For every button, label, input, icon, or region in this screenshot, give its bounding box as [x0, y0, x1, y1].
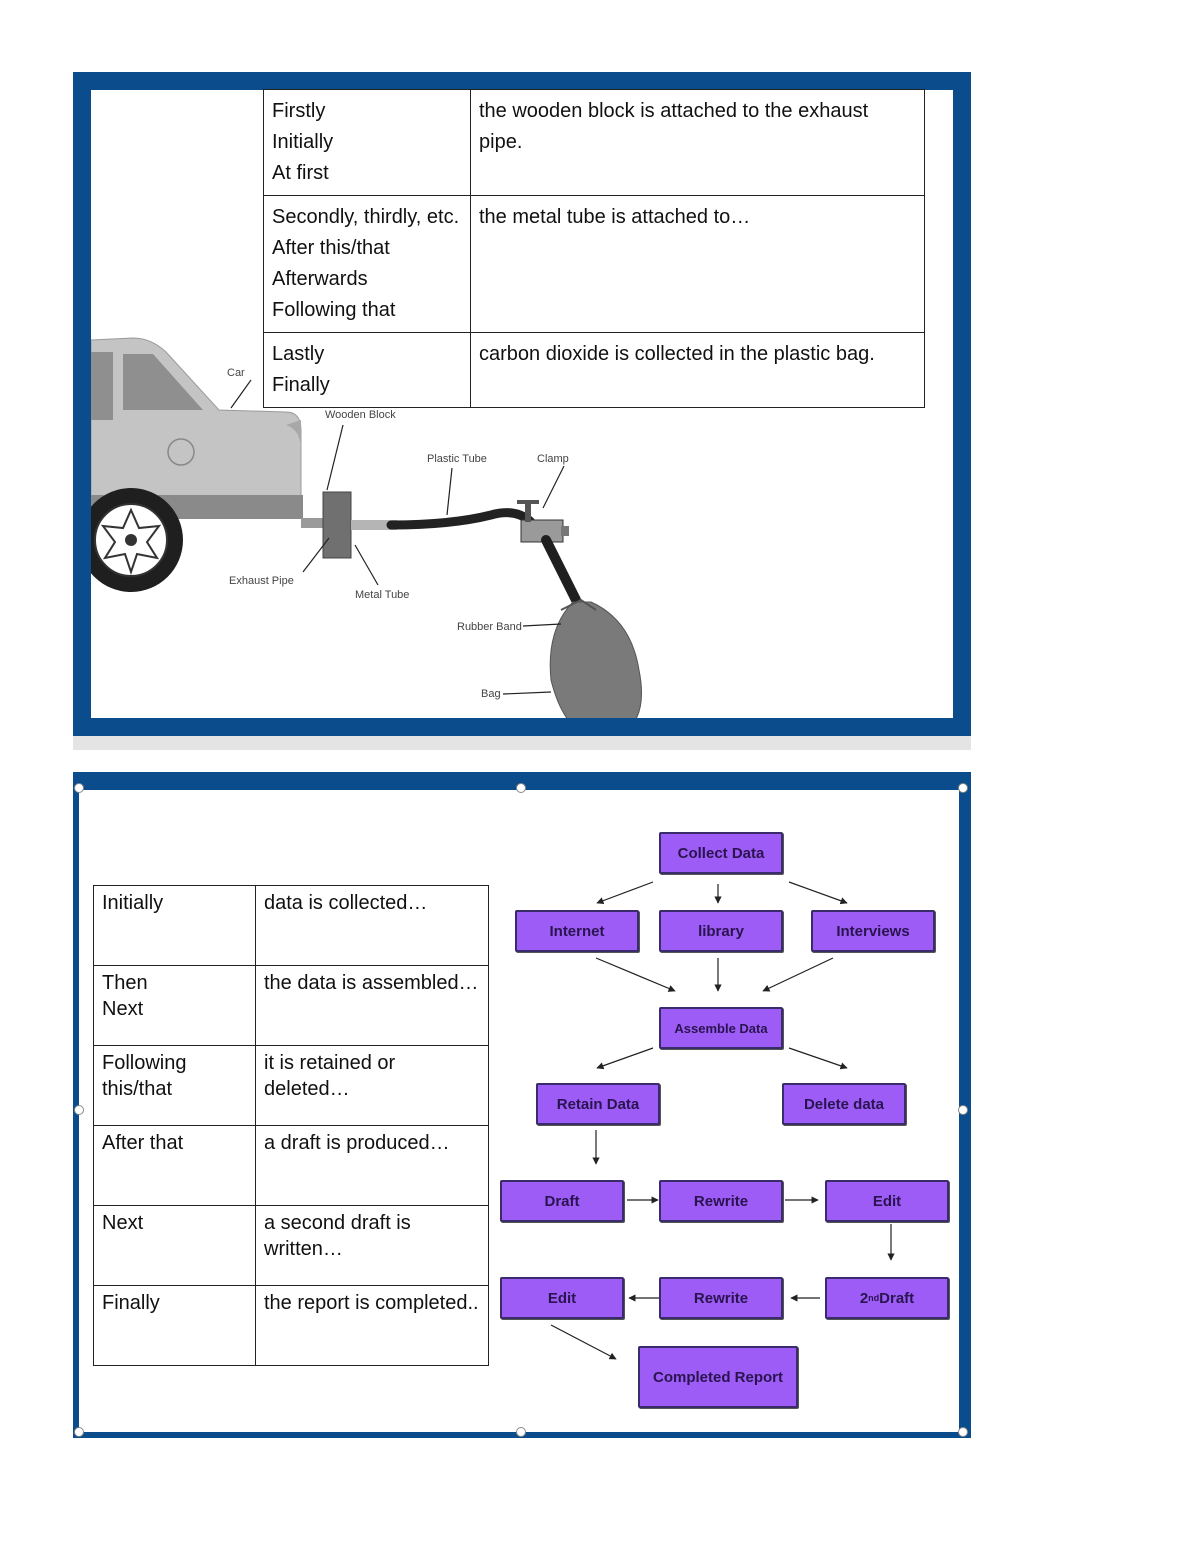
connector-cell: Initially: [93, 885, 256, 966]
label-bag: Bag: [481, 688, 501, 700]
car-exhaust-diagram: Car Wooden Block Plastic Tube Clamp Exha…: [91, 337, 643, 718]
flowchart-arrows: [550, 881, 895, 1360]
step-text: carbon dioxide is collected in the plast…: [479, 343, 875, 365]
step-text: the metal tube is attached to…: [479, 206, 751, 228]
connector-cell: After that: [93, 1125, 256, 1206]
label-clamp: Clamp: [537, 453, 569, 465]
connector-word: Following that: [272, 299, 396, 321]
resize-handle-top-right[interactable]: [958, 783, 968, 793]
resize-handle-bottom-right[interactable]: [958, 1427, 968, 1437]
step-text: the wooden block is attached to the exha…: [479, 100, 869, 153]
connector-cell: Then Next: [93, 965, 256, 1046]
flow-box-delete-data: Delete data: [782, 1083, 906, 1125]
flow-box-assemble-data: Assemble Data: [659, 1007, 783, 1049]
connector-word: After this/that: [272, 237, 390, 259]
flow-box-rewrite-1: Rewrite: [659, 1180, 783, 1222]
step-text-cell: it is retained or deleted…: [255, 1045, 489, 1126]
step-text-cell: data is collected…: [255, 885, 489, 966]
table-row: After that a draft is produced…: [93, 1125, 489, 1206]
resize-handle-middle-left[interactable]: [74, 1105, 84, 1115]
wooden-block: [322, 491, 352, 559]
connector-word: Afterwards: [272, 268, 368, 290]
flow-box-edit-2: Edit: [500, 1277, 624, 1319]
connector-word: Firstly: [272, 100, 326, 122]
flow-box-interviews: Interviews: [811, 910, 935, 952]
connector-cell: Following this/that: [93, 1045, 256, 1126]
step-text-cell: a draft is produced…: [255, 1125, 489, 1206]
clamp: [517, 500, 569, 543]
step-text-cell: the data is assembled…: [255, 965, 489, 1046]
resize-handle-bottom-middle[interactable]: [516, 1427, 526, 1437]
step-text-cell: carbon dioxide is collected in the plast…: [470, 332, 925, 408]
table-row: Secondly, thirdly, etc. After this/that …: [263, 195, 925, 333]
step-text-cell: a second draft is written…: [255, 1205, 489, 1286]
table-row: Finally the report is completed..: [93, 1285, 489, 1366]
pointer-lines: [230, 379, 565, 695]
connector-word: Initially: [272, 131, 334, 153]
car-illustration: [91, 337, 303, 592]
table-row: Then Next the data is assembled…: [93, 965, 489, 1046]
connector-word: Secondly, thirdly, etc.: [272, 206, 460, 228]
label-wooden-block: Wooden Block: [325, 409, 396, 421]
table-row: Next a second draft is written…: [93, 1205, 489, 1286]
flow-box-internet: Internet: [515, 910, 639, 952]
plastic-tube: [386, 508, 536, 530]
flow-box-rewrite-2: Rewrite: [659, 1277, 783, 1319]
connector-word: At first: [272, 162, 329, 184]
slide-separator: [73, 736, 971, 750]
connector-word: Lastly: [272, 343, 325, 365]
table-row: Following this/that it is retained or de…: [93, 1045, 489, 1126]
step-text-cell: the metal tube is attached to…: [470, 195, 925, 333]
connector-cell: Firstly Initially At first: [263, 89, 471, 196]
flow-box-collect-data: Collect Data: [659, 832, 783, 874]
resize-handle-top-middle[interactable]: [516, 783, 526, 793]
flow-box-completed-report: Completed Report: [638, 1346, 798, 1408]
resize-handle-middle-right[interactable]: [958, 1105, 968, 1115]
connector-cell: Lastly Finally: [263, 332, 471, 408]
step-text-cell: the report is completed..: [255, 1285, 489, 1366]
bag: [549, 601, 643, 718]
table-row: Lastly Finally carbon dioxide is collect…: [263, 332, 925, 408]
label-car: Car: [227, 367, 245, 379]
sequence-table-report: Initially data is collected… Then Next t…: [93, 885, 489, 1366]
label-plastic-tube: Plastic Tube: [427, 453, 487, 465]
flow-box-draft: Draft: [500, 1180, 624, 1222]
flow-box-edit-1: Edit: [825, 1180, 949, 1222]
table-row: Firstly Initially At first the wooden bl…: [263, 89, 925, 196]
flow-box-retain-data: Retain Data: [536, 1083, 660, 1125]
connector-cell: Secondly, thirdly, etc. After this/that …: [263, 195, 471, 333]
slide-car-experiment: Car Wooden Block Plastic Tube Clamp Exha…: [73, 72, 971, 736]
connector-word: Finally: [272, 374, 330, 396]
step-text-cell: the wooden block is attached to the exha…: [470, 89, 925, 196]
slide-report-process: Initially data is collected… Then Next t…: [73, 772, 971, 1438]
table-row: Initially data is collected…: [93, 885, 489, 966]
label-metal-tube: Metal Tube: [355, 589, 409, 601]
sequence-table-experiment: Firstly Initially At first the wooden bl…: [263, 89, 925, 408]
resize-handle-bottom-left[interactable]: [74, 1427, 84, 1437]
label-rubber-band: Rubber Band: [457, 621, 522, 633]
metal-tube: [351, 520, 397, 530]
resize-handle-top-left[interactable]: [74, 783, 84, 793]
flow-box-library: library: [659, 910, 783, 952]
label-exhaust-pipe: Exhaust Pipe: [229, 575, 294, 587]
